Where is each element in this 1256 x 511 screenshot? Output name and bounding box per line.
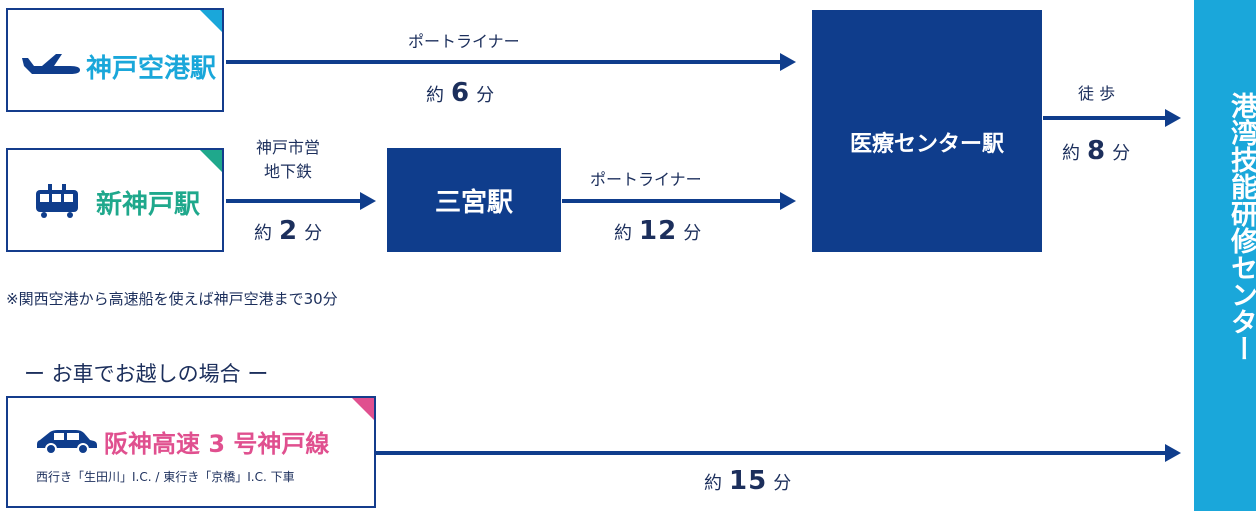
highway-exit-note: 西行き「生田川」I.C. / 東行き「京橋」I.C. 下車: [36, 470, 295, 484]
airport-route-arrowhead: [780, 53, 796, 71]
medical-center-station-box: 医療センター駅: [812, 10, 1042, 252]
airport-route-line: [226, 60, 782, 64]
subway-route-name-line2: 地下鉄: [264, 162, 313, 181]
sannomiya-route-name: ポートライナー: [590, 170, 702, 189]
train-icon: [36, 184, 78, 218]
time-prefix: 約: [426, 85, 445, 106]
subway-route-name-line1: 神戸市営: [256, 138, 321, 157]
destination-sidebar: 港湾技能研修センター: [1194, 0, 1256, 511]
sannomiya-station-box: 三宮駅: [387, 148, 561, 252]
subway-route-arrowhead: [360, 192, 376, 210]
car-route-line: [376, 451, 1166, 455]
box-corner-accent: [352, 398, 374, 420]
airplane-icon: [22, 54, 80, 74]
sannomiya-station-name: 三宮駅: [434, 187, 513, 218]
time-minutes: 2: [279, 216, 299, 246]
walk-route-line: [1043, 116, 1167, 120]
shin-kobe-station-name: 新神戸駅: [96, 190, 201, 220]
time-prefix: 約: [704, 473, 723, 494]
kobe-airport-station-name: 神戸空港駅: [86, 54, 217, 84]
time-unit: 分: [304, 223, 324, 244]
walk-route-arrowhead: [1165, 109, 1181, 127]
time-minutes: 12: [639, 216, 678, 246]
kansai-airport-note: ※関西空港から高速船を使えば神戸空港まで30分: [6, 290, 338, 308]
kobe-airport-box: 神戸空港駅: [6, 8, 224, 112]
time-minutes: 15: [729, 466, 768, 496]
time-unit: 分: [683, 223, 703, 244]
time-prefix: 約: [614, 223, 633, 244]
time-unit: 分: [773, 473, 793, 494]
box-corner-accent: [200, 150, 222, 172]
time-minutes: 6: [451, 78, 471, 108]
sannomiya-route-line: [562, 199, 782, 203]
walk-route-name: 徒 歩: [1078, 84, 1116, 103]
car-route-arrowhead: [1165, 444, 1181, 462]
time-prefix: 約: [1062, 143, 1081, 164]
time-unit: 分: [476, 85, 496, 106]
shin-kobe-box: 新神戸駅: [6, 148, 224, 252]
time-prefix: 約: [254, 223, 273, 244]
time-unit: 分: [1112, 143, 1132, 164]
car-section-heading: ー お車でお越しの場合 ー: [24, 362, 269, 386]
airport-route-name: ポートライナー: [408, 32, 520, 51]
car-icon: [37, 430, 97, 454]
destination-title: 港湾技能研修センター: [1226, 92, 1256, 362]
sannomiya-route-arrowhead: [780, 192, 796, 210]
highway-box: 阪神高速 3 号神戸線 西行き「生田川」I.C. / 東行き「京橋」I.C. 下…: [6, 396, 376, 508]
highway-name: 阪神高速 3 号神戸線: [104, 430, 330, 458]
time-minutes: 8: [1087, 136, 1107, 166]
medical-center-station-name: 医療センター駅: [849, 132, 1004, 157]
subway-route-line: [226, 199, 362, 203]
box-corner-accent: [200, 10, 222, 32]
